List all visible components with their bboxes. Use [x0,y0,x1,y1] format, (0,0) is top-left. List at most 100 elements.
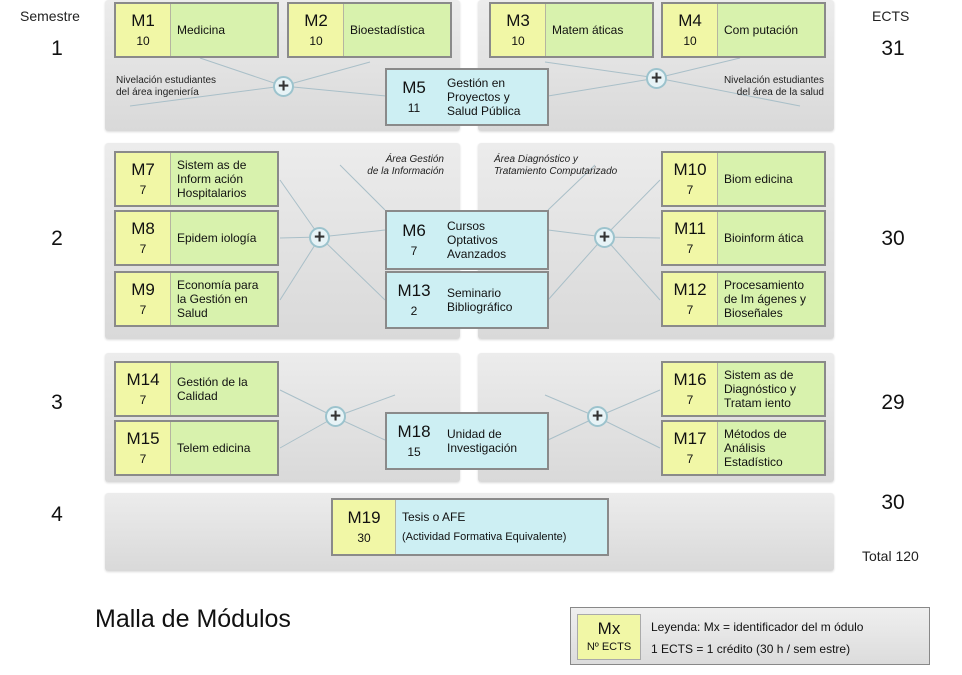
module-name-line: Cursos [447,219,486,233]
semester-ects-1: 31 [881,37,905,60]
module-name-line: Epidem iología [177,231,257,245]
module-name-line: Hospitalarios [177,186,247,200]
semester-ects-2: 30 [881,227,905,250]
module-name-line: Análisis [724,441,766,455]
module-id: M19 [347,507,381,527]
module-name-line: Bioinform ática [724,231,804,245]
module-ects: 7 [686,392,694,407]
module-name-line: Medicina [177,23,226,37]
module-name-line: Com putación [724,23,799,37]
plus-connector-1: + [273,76,294,97]
plus-connector-6: + [587,406,608,427]
module-name: Tesis o AFE (Actividad Formativa Equivale… [396,500,607,554]
module-ects: 7 [686,302,694,317]
module-m19[interactable]: M19 30 Tesis o AFE (Actividad Formativa Eq… [331,498,609,556]
note-diagnosis-area: Área Diagnóstico y Tratamiento Computari… [494,154,617,178]
module-ects: 7 [139,302,147,317]
module-name-line: Tratam iento [724,396,791,410]
plus-connector-2: + [646,68,667,89]
total-ects: Total 120 [862,548,919,564]
module-name: Bioinform ática [718,212,824,264]
module-ects: 10 [136,33,150,48]
note-engineering-line2: del área ingeniería [116,87,199,98]
module-name-line: Bioestadística [350,23,425,37]
note-information-line1: Área Gestión [385,154,444,165]
module-name-line: Proyectos y [447,90,510,104]
module-id: M6 [402,220,426,240]
module-name-line: Diagnóstico y [724,382,797,396]
module-name-line: Inform ación [177,172,244,186]
module-ects: 7 [139,182,147,197]
module-id: M12 [673,279,707,299]
ects-header: ECTS [872,8,910,24]
module-name-line: Avanzados [447,247,507,261]
module-name-line: Bibliográfico [447,300,513,314]
module-ects: 7 [410,243,418,258]
module-name-line: Gestión en [447,76,506,90]
module-name: Com putación [718,4,824,56]
semestre-header: Semestre [20,8,80,24]
module-ects: 30 [357,530,371,545]
module-name-line: Sistem as de [724,368,794,382]
module-name-line: Optativos [447,233,498,247]
module-m11[interactable]: M11 7 Bioinform ática [661,210,826,266]
note-engineering: Nivelación estudiantes del área ingenier… [116,75,216,99]
semester-number-2: 2 [51,227,63,250]
module-ects: 7 [686,241,694,256]
module-ects: 7 [686,451,694,466]
semester-number-4: 4 [51,503,63,526]
module-name-line: Bioseñales [724,306,783,320]
legend-module-ects: Nº ECTS [586,641,632,653]
module-id: M8 [131,218,155,238]
module-name-line: Calidad [177,389,218,403]
module-name: Bioestadística [344,4,450,56]
module-ects: 2 [410,303,418,318]
page-title: Malla de Módulos [95,605,291,633]
module-name-line: (Actividad Formativa Equivalente) [402,531,567,543]
module-id: M1 [131,10,155,30]
module-name-line: Salud [177,306,208,320]
module-id: M15 [126,428,160,448]
module-name-line: Seminario [447,286,502,300]
note-information-line2: de la Información [367,166,444,177]
module-id: M10 [673,159,707,179]
note-health: Nivelación estudiantes del área de la sa… [690,75,824,99]
plus-connector-4: + [594,227,615,248]
module-name-line: Procesamiento [724,278,805,292]
module-id: M11 [674,218,706,238]
module-name: Telem edicina [171,422,277,474]
module-name-line: Unidad de [447,427,502,441]
module-name-line: Estadístico [724,455,783,469]
module-name-line: Tesis o AFE [402,510,466,524]
plus-connector-5: + [325,406,346,427]
semester-number-1: 1 [51,37,63,60]
